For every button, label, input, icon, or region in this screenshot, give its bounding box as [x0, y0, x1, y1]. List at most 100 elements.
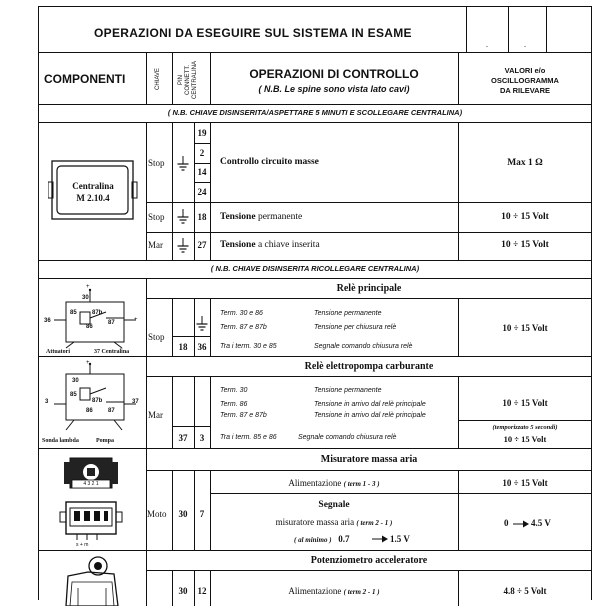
centralina-row3-value: 10 ÷ 15 Volt [501, 240, 549, 250]
rele1-line2-desc: Tensione per chiusura relè [314, 324, 397, 331]
centralina-row2-op: Tensione permanente [220, 212, 303, 222]
column-pin-line1: PIN [178, 75, 184, 86]
rele1-terminal-87: 87 [108, 320, 115, 326]
page-title: OPERAZIONI DA ESEGUIRE SUL SISTEMA IN ES… [94, 26, 412, 40]
pin-12: 12 [197, 586, 207, 596]
rele2-terminal-87b: 87b [92, 398, 103, 404]
rele1-right-mark: + [134, 317, 138, 323]
centralina-row1-value: Max 1 Ω [507, 158, 543, 168]
rele2-line3-desc: Tensione in arrivo dal relè principale [314, 412, 426, 419]
rele1-value: 10 ÷ 15 Volt [502, 323, 548, 333]
arrow-right-icon [372, 535, 388, 543]
misuratore-minimo: ( al minimo ) 0.7 [294, 534, 350, 544]
centralina-row2-value: 10 ÷ 15 Volt [501, 212, 549, 222]
note-ricollegare-centralina: ( N.B. CHIAVE DISINSERITA RICOLLEGARE CE… [210, 264, 420, 273]
column-operazioni: OPERAZIONI DI CONTROLLO [249, 67, 419, 81]
centralina-label-line2: M 2.10.4 [76, 193, 110, 203]
ground-symbol-icon [177, 209, 189, 227]
centralina-label-line1: Centralina [72, 181, 114, 191]
pin-24: 24 [197, 187, 207, 197]
rele2-label-pompa: Pompa [96, 438, 114, 444]
column-valori-line1: VALORI e/o [504, 66, 546, 75]
pin-2: 2 [199, 148, 205, 158]
rele1-line2-term: Term. 87 e 87b [220, 324, 267, 331]
pin-30: 30 [178, 586, 188, 596]
pin-14: 14 [197, 167, 207, 177]
rele2-value2: 10 ÷ 15 Volt [503, 434, 547, 444]
centralina-row2-chiave: Stop [148, 212, 165, 222]
rele2-left-pin: 3 [45, 399, 49, 405]
centralina-row3-op: Tensione a chiave inserita [220, 240, 320, 250]
rele1-line1-term: Term. 30 e 86 [220, 310, 263, 317]
column-pin-line2: CONNETT. [185, 65, 191, 95]
misuratore-alim-value: 10 ÷ 15 Volt [502, 478, 548, 488]
rele-principale-title: Relè principale [336, 283, 402, 294]
misuratore-connector-pins: 4 3 2 1 [83, 481, 99, 487]
pin-30: 30 [178, 509, 188, 519]
rele1-terminal-85: 85 [70, 310, 77, 316]
rele2-line4-term: Tra i term. 85 e 86 [220, 434, 277, 441]
rele1-top-mark: + [86, 284, 90, 290]
rele2-line2-desc: Tensione in arrivo dal relè principale [314, 401, 426, 408]
document-sheet: OPERAZIONI DA ESEGUIRE SUL SISTEMA IN ES… [38, 6, 592, 606]
ground-symbol-icon [177, 238, 189, 256]
rele1-terminal-30: 30 [82, 295, 89, 301]
note-disinserita-scollegare: ( N.B. CHIAVE DISINSERITA/ASPETTARE 5 MI… [167, 108, 463, 117]
rele-principale-wiring-diagram [44, 282, 144, 356]
potenziometro-alimentazione: Alimentazione ( term 2 - 1 ) [288, 586, 380, 596]
rele1-chiave: Stop [148, 332, 165, 342]
pin-19: 19 [197, 128, 207, 138]
misuratore-title: Misuratore massa aria [320, 454, 418, 465]
rele-pompa-title: Relè elettropompa carburante [304, 361, 434, 372]
misuratore-alimentazione: Alimentazione ( term 1 - 3 ) [288, 478, 380, 488]
misuratore-segnale-label: misuratore massa aria ( term 2 - 1 ) [275, 517, 393, 527]
potenziometro-sensor-icon [58, 554, 128, 606]
misuratore-minimo-to: 1.5 V [390, 534, 410, 544]
frame-left [38, 6, 39, 600]
misuratore-connector-icon [56, 452, 126, 548]
column-operazioni-note: ( N.B. Le spine sono vista lato cavi) [258, 84, 410, 94]
frame-top [38, 6, 592, 7]
rele2-terminal-86: 86 [86, 408, 93, 414]
frame-right [591, 6, 592, 600]
pin-18: 18 [178, 342, 188, 352]
rele2-right-pin: 37 [132, 399, 139, 405]
rele1-label-centralina: 37 Centralina [94, 349, 130, 355]
rele2-line1-term: Term. 30 [220, 387, 248, 394]
pin-37: 37 [178, 433, 188, 443]
rele1-line3-term: Tra i term. 30 e 85 [220, 343, 277, 350]
rele2-terminal-30: 30 [72, 378, 79, 384]
potenziometro-value: 4.8 ÷ 5 Volt [503, 586, 547, 596]
rele2-line3-term: Term. 87 e 87b [220, 412, 267, 419]
column-componenti: COMPONENTI [44, 72, 126, 86]
potenziometro-title: Potenziometro acceleratore [310, 555, 428, 566]
rele2-line2-term: Term. 86 [220, 401, 248, 408]
column-pin-line3: CENTRALINA [192, 61, 198, 100]
rele2-line4-desc: Segnale comando chiusura relè [298, 434, 397, 441]
misuratore-chiave: Moto [147, 509, 167, 519]
centralina-row1-op: Controllo circuito masse [220, 157, 319, 167]
rele1-line1-desc: Tensione permanente [314, 310, 382, 317]
misuratore-segnale-title: Segnale [318, 500, 350, 510]
centralina-row1-chiave: Stop [148, 158, 165, 168]
rele1-terminal-87b: 87b [92, 310, 103, 316]
pin-36: 36 [197, 342, 207, 352]
pin-7: 7 [199, 509, 205, 519]
rele1-line3-desc: Segnale comando chiusura relè [314, 343, 413, 350]
rele2-terminal-85: 85 [70, 392, 77, 398]
misuratore-value-from: 0 [504, 518, 509, 528]
rele-pompa-wiring-diagram [44, 360, 144, 440]
rele1-label-attuatori: Attuatori [46, 349, 70, 355]
misuratore-value-to: 4.5 V [531, 518, 551, 528]
rele1-terminal-86: 86 [86, 324, 93, 330]
ground-symbol-icon [177, 156, 189, 174]
column-chiave: CHIAVE [155, 68, 161, 90]
pin-18: 18 [197, 212, 207, 222]
rele2-terminal-87: 87 [108, 408, 115, 414]
centralina-row3-chiave: Mar [148, 240, 163, 250]
misuratore-bottom-labels: s + m [76, 542, 89, 548]
column-valori-line2: OSCILLOGRAMMA [491, 76, 559, 85]
pin-27: 27 [197, 240, 207, 250]
corner-mark-right: - [524, 44, 526, 50]
rele2-label-sonda: Sonda lambda [42, 438, 79, 444]
